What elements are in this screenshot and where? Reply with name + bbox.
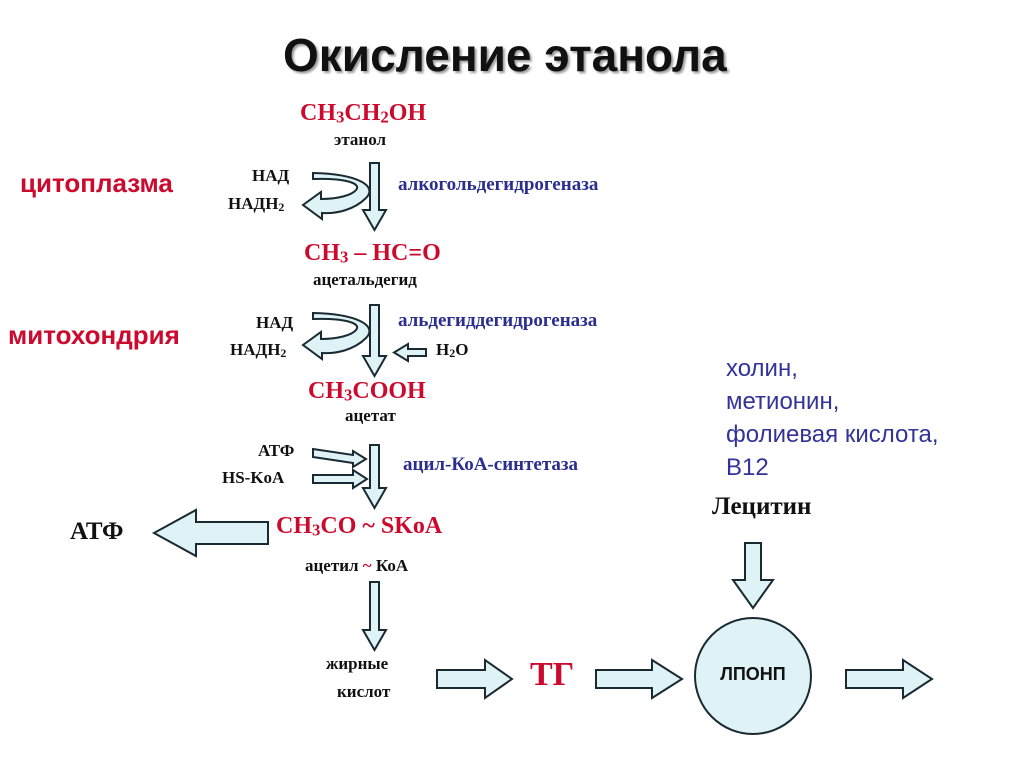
factor-folic-acid: фолиевая кислота, (726, 421, 939, 448)
name-ethanol: этанол (334, 130, 387, 149)
enzyme-alcohol-dehydrogenase: алкогольдегидрогеназа (398, 174, 599, 195)
factor-choline: холин, (726, 355, 798, 382)
enzyme-aldehyde-dehydrogenase: альдегиддегидрогеназа (398, 310, 598, 331)
cofactor-nad-step2: НАД (256, 313, 294, 332)
curved-arrow-nad-step2 (301, 311, 371, 361)
label-cytoplasm: цитоплазма (20, 168, 173, 198)
lpnp-label: ЛПОНП (720, 664, 786, 684)
cofactor-hskoa: HS-KoA (222, 468, 285, 487)
arrow-water-in (392, 342, 427, 363)
formula-acetaldehyde: CH3 – HC=O (304, 240, 441, 267)
page-title: Окисление этанола (283, 29, 727, 81)
cofactor-nadh2-step1: НАДН2 (228, 194, 285, 214)
factor-b12: B12 (726, 454, 769, 481)
fatty-acids-line2: кислот (337, 682, 391, 701)
cofactor-nadh2-step2: НАДН2 (230, 340, 287, 360)
arrow-atp-in (312, 447, 368, 469)
arrow-lecithin-to-lpnp (731, 542, 775, 610)
arrow-acetaldehyde-to-acetate (361, 304, 388, 379)
arrow-acetate-to-acetylcoa (361, 444, 388, 511)
formula-acetate: CH3COOH (308, 378, 426, 405)
atp-output: АТФ (70, 518, 124, 545)
arrow-ethanol-to-acetaldehyde (361, 162, 388, 233)
curved-arrow-nad-step1 (301, 171, 371, 221)
name-acetate: ацетат (345, 406, 396, 425)
arrow-tg-to-lpnp (595, 658, 684, 700)
water: H2O (436, 340, 469, 360)
lecithin-label: Лецитин (712, 493, 812, 520)
arrow-acetylcoa-to-fatty-acids (361, 581, 388, 653)
enzyme-acyl-coa-synthetase: ацил-КоА-синтетаза (403, 454, 579, 475)
arrow-fatty-acids-to-tg (436, 658, 514, 700)
name-acetaldehyde: ацетальдегид (313, 270, 417, 289)
label-mitochondria: митохондрия (8, 320, 180, 350)
cofactor-nad-step1: НАД (252, 166, 290, 185)
arrow-hskoa-in (312, 468, 369, 490)
lpnp-circle (694, 617, 812, 735)
arrow-to-atp (151, 508, 269, 558)
factor-methionine: метионин, (726, 388, 840, 415)
formula-ethanol: CH3CH2OH (300, 100, 427, 127)
arrow-lpnp-out (845, 658, 934, 700)
tg-label: ТГ (530, 656, 575, 693)
formula-acetyl-coa: CH3CO ~ SKoA (276, 513, 443, 540)
name-acetyl-coa: ацетил ~ КоА (305, 556, 409, 575)
fatty-acids-line1: жирные (326, 654, 389, 673)
lipotropic-factors: холин, метионин, фолиевая кислота, B12 (726, 352, 939, 484)
cofactor-atp: АТФ (258, 441, 295, 460)
